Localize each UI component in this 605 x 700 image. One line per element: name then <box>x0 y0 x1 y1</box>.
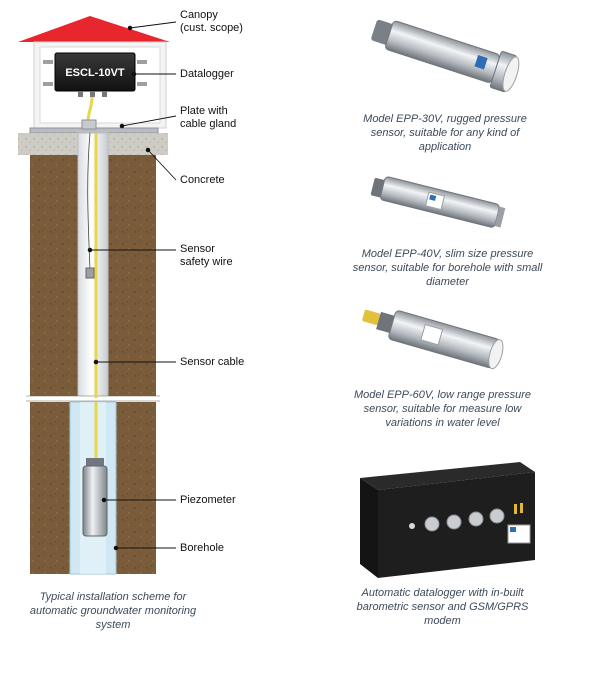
caption-epp-40v: Model EPP-40V, slim size pressure sensor… <box>352 248 543 288</box>
epp-40v-sensor-image <box>370 176 506 228</box>
epp-60v-sensor-image <box>362 309 504 370</box>
well-pipe-upper <box>77 132 109 399</box>
label-sensor-cable: Sensor cable <box>180 356 245 368</box>
piezometer <box>82 458 108 537</box>
concrete <box>18 133 168 155</box>
datalogger-product-image <box>360 462 535 578</box>
caption-datalogger: Automatic datalogger with in-built barom… <box>356 587 529 627</box>
label-piezometer: Piezometer <box>180 494 236 506</box>
epp-30v-sensor-image <box>371 19 520 93</box>
leader-lines <box>87 21 177 551</box>
sensor-safety-wire <box>85 132 95 279</box>
soil-upper <box>30 155 156 398</box>
caption-scheme: Typical installation scheme for automati… <box>29 591 197 631</box>
soil-lower <box>30 402 156 574</box>
caption-epp-60v: Model EPP-60V, low range pressure sensor… <box>353 389 532 429</box>
label-plate: Plate with <box>180 105 228 117</box>
label-borehole: Borehole <box>180 542 225 554</box>
datalogger-box-label: ESCL-10VT <box>65 67 125 79</box>
label-canopy-note: (cust. scope) <box>180 22 243 34</box>
label-canopy: Canopy <box>180 9 218 21</box>
datalogger-box: ESCL-10VT <box>43 52 147 97</box>
label-plate-2: cable gland <box>180 118 237 130</box>
label-datalogger: Datalogger <box>180 68 234 80</box>
caption-epp-30v: Model EPP-30V, rugged pressure sensor, s… <box>363 113 527 153</box>
label-concrete: Concrete <box>180 174 225 186</box>
section-break <box>26 395 160 402</box>
label-safety-wire: Sensor <box>180 243 215 255</box>
label-safety-wire-2: safety wire <box>180 256 233 268</box>
